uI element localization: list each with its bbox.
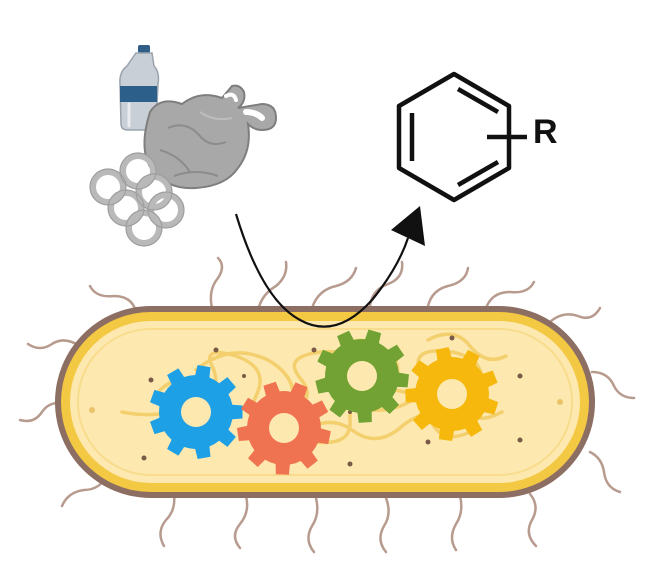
enzymes [150, 329, 499, 475]
plastic-waste-icon [89, 45, 278, 247]
gear-icon-orange [237, 381, 331, 475]
gear-icon-yellow [405, 347, 499, 441]
plastic-bag-icon [143, 84, 278, 190]
bacterium-icon [55, 306, 595, 498]
arrowhead [391, 206, 425, 246]
plastic-bottle-icon [119, 45, 160, 131]
cytoplasm [70, 321, 580, 483]
benzene-ring-icon [396, 71, 527, 203]
granules [141, 335, 523, 467]
conversion-arrow [234, 206, 425, 328]
gear-icon-green [315, 329, 409, 423]
gear-icon-blue [150, 365, 243, 459]
substituent-r-label: R [533, 113, 558, 151]
flagella [18, 256, 636, 554]
